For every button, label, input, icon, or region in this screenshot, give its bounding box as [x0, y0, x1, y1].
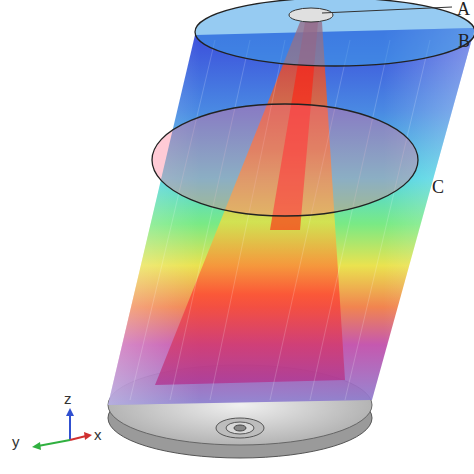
part-label: C: [432, 178, 444, 196]
axis-label: z: [64, 391, 72, 406]
axis-label: x: [94, 427, 102, 442]
part-label: A: [457, 0, 470, 18]
part-label: B: [458, 32, 470, 50]
axis-label: y: [12, 434, 20, 449]
